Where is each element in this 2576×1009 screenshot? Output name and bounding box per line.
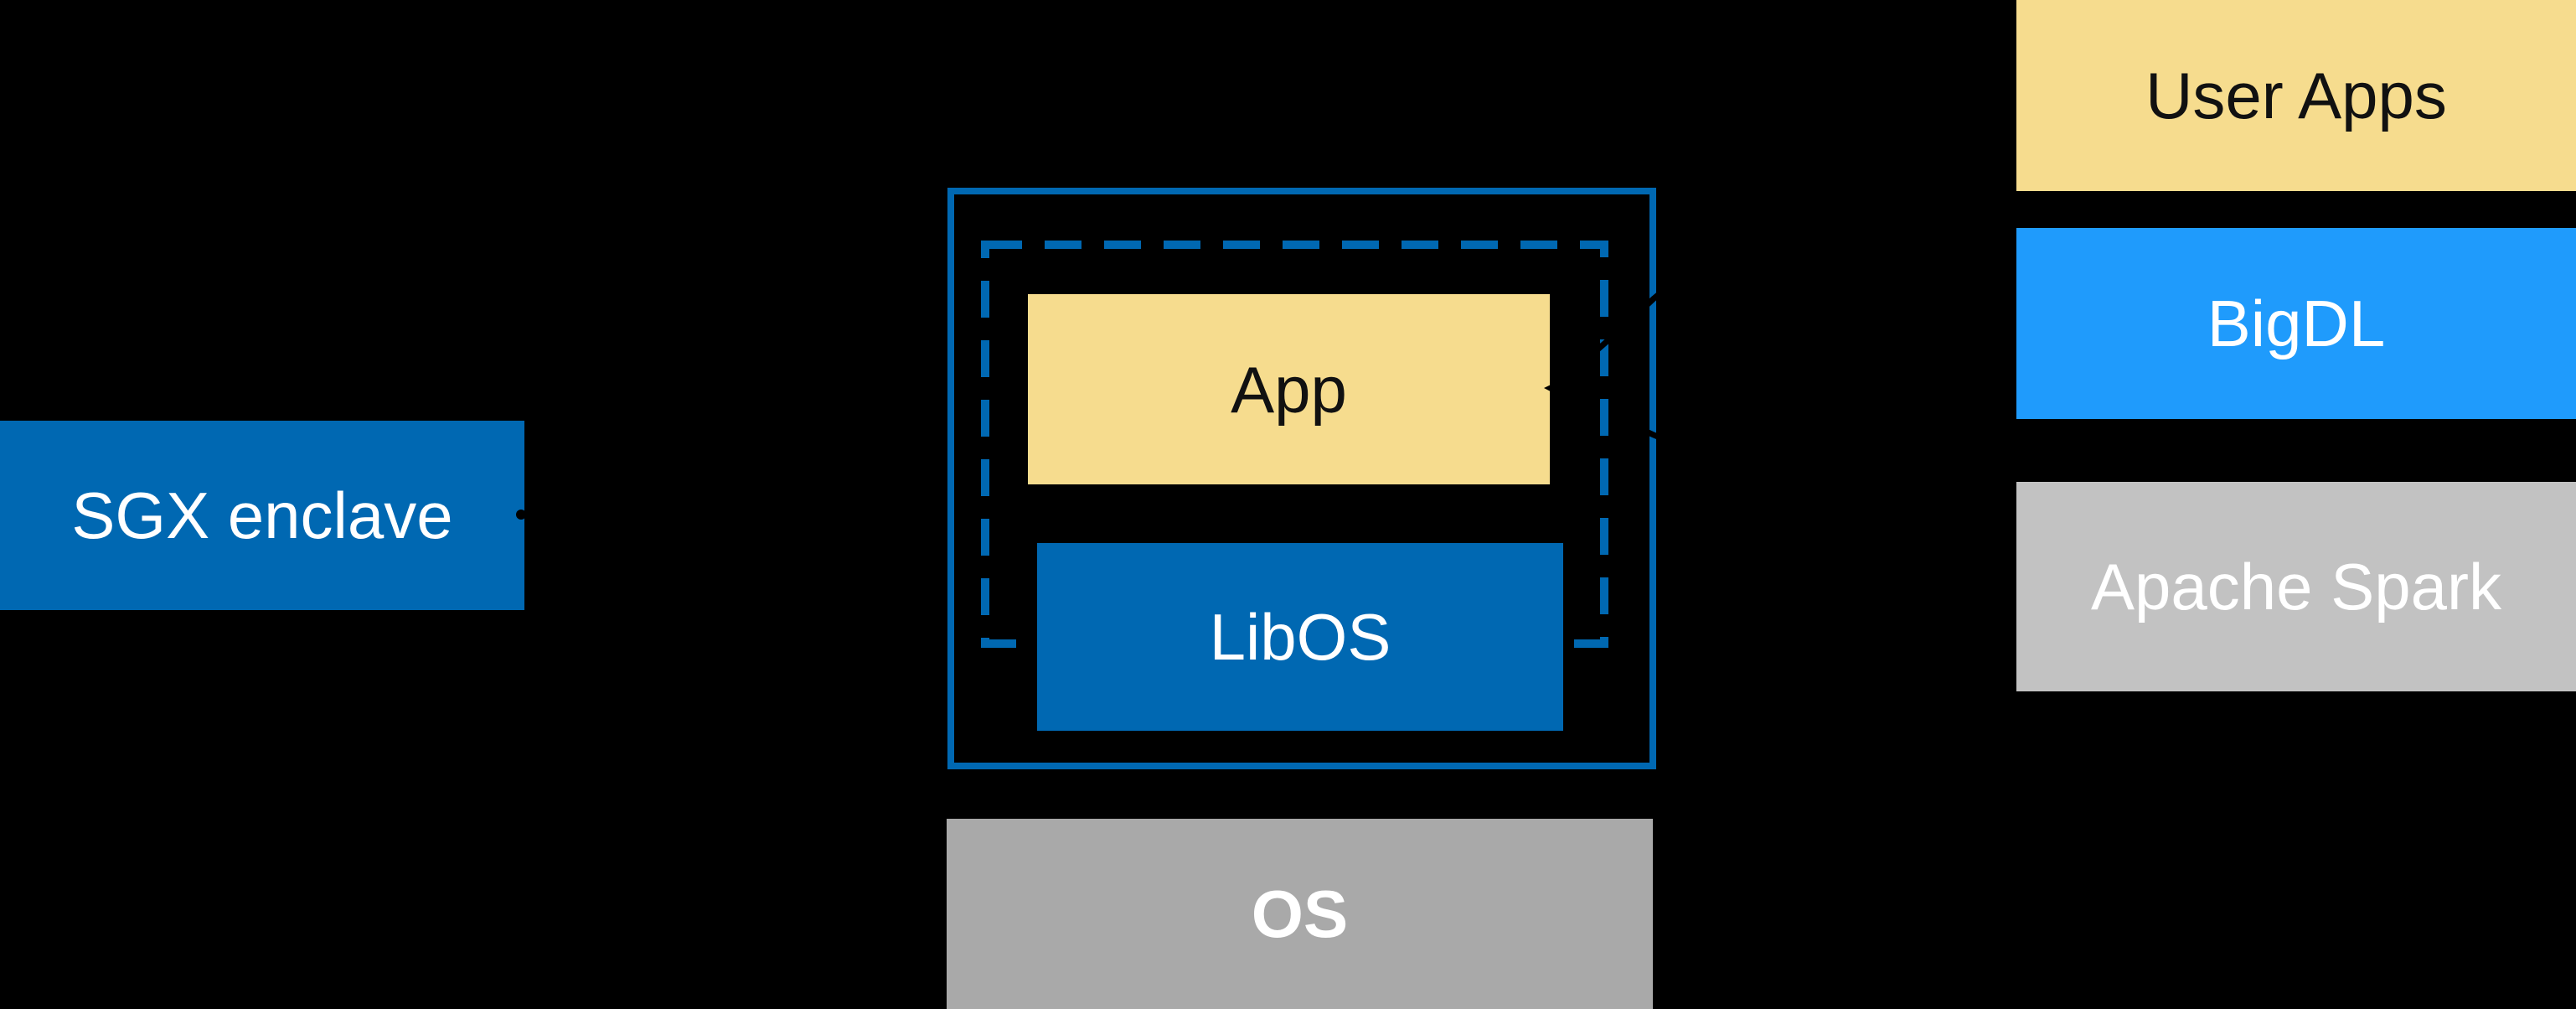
connector-dot-icon xyxy=(516,510,526,520)
arrowhead-icon xyxy=(1544,374,1573,401)
app-label: App xyxy=(1231,352,1347,427)
curved-arrow-tail-path xyxy=(1620,414,2006,481)
curved-arrow-path xyxy=(1556,204,2012,387)
user-apps-box: User Apps xyxy=(2016,0,2576,191)
bigdl-label: BigDL xyxy=(2207,287,2386,360)
sgx-enclave-box: SGX enclave xyxy=(0,421,524,610)
apache-spark-box: Apache Spark xyxy=(2016,482,2576,691)
sgx-enclave-label: SGX enclave xyxy=(71,479,453,552)
apache-spark-label: Apache Spark xyxy=(2091,550,2501,624)
enclave-outer-border xyxy=(947,188,1656,769)
app-box: App xyxy=(1028,294,1550,484)
os-label: OS xyxy=(1251,876,1349,951)
libos-label: LibOS xyxy=(1209,600,1391,674)
libos-box: LibOS xyxy=(1037,543,1563,731)
bigdl-box: BigDL xyxy=(2016,228,2576,419)
os-box: OS xyxy=(947,819,1653,1009)
user-apps-label: User Apps xyxy=(2145,59,2447,132)
